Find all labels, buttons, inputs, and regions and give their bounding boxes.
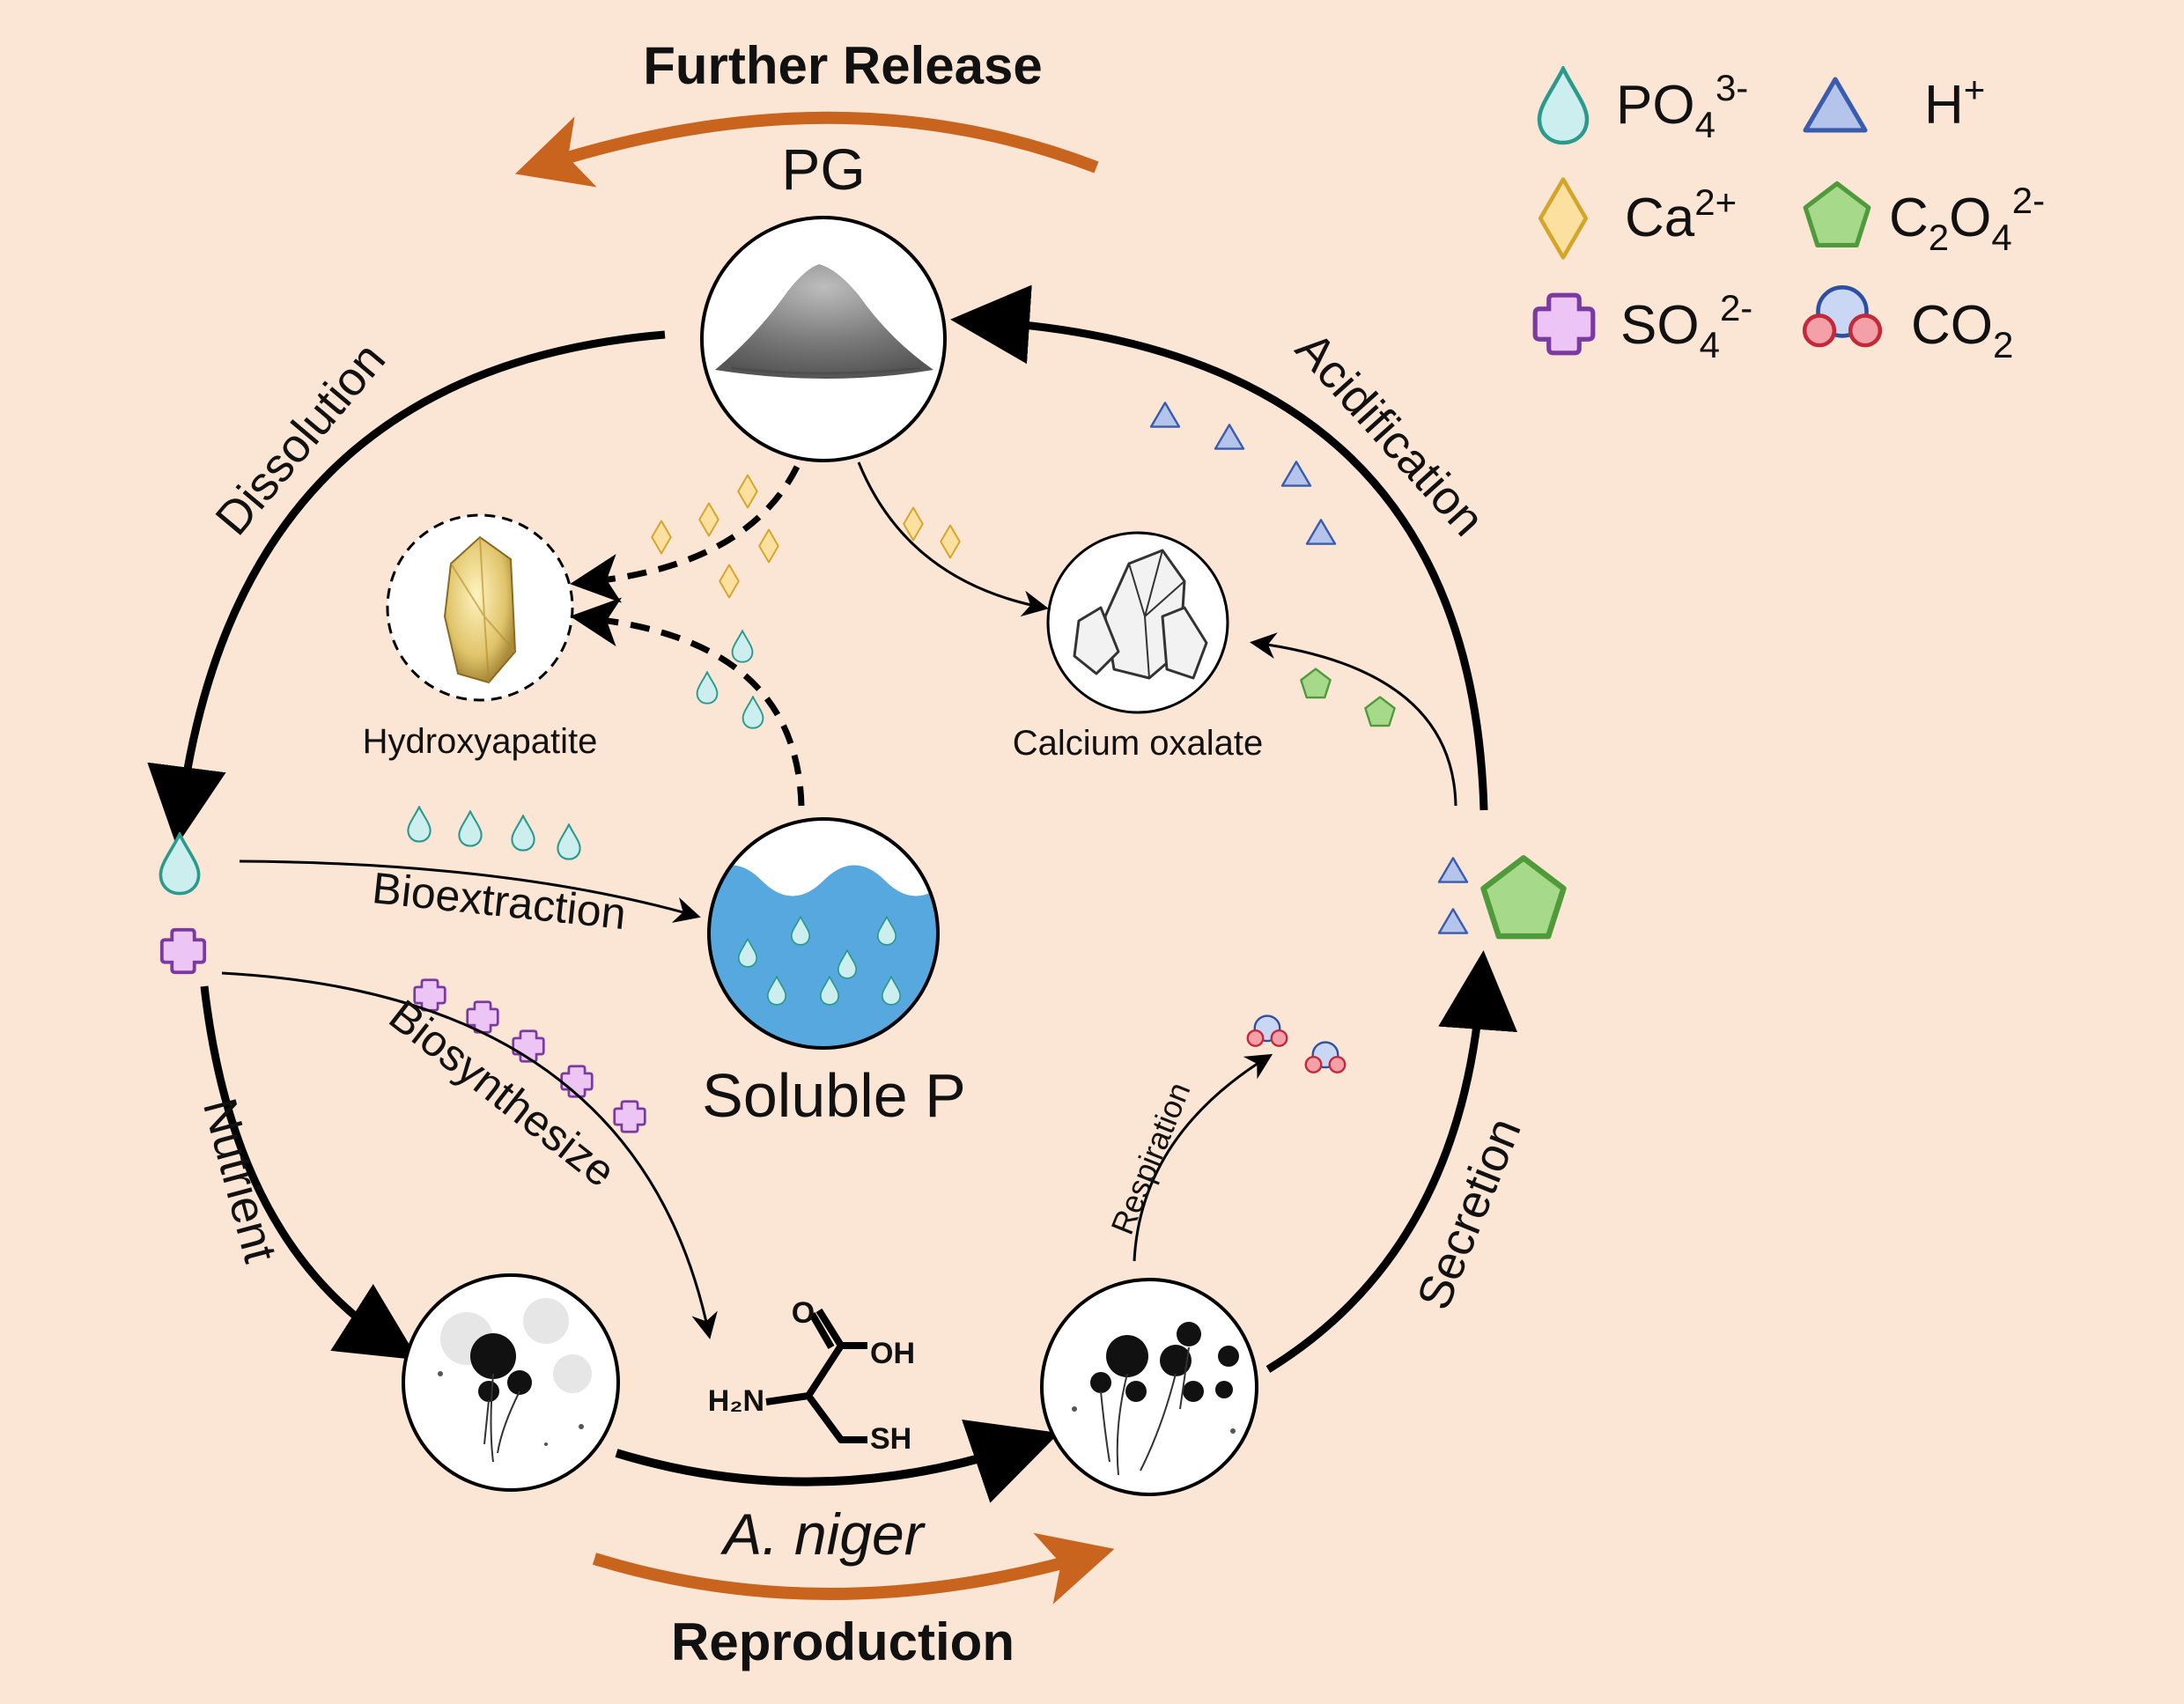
co2-molecule-icon [1804,287,1880,345]
calcium-ions-right [903,506,961,559]
biosynthesize-arrow [221,971,718,1339]
cysteine-h2n: H₂N [708,1384,764,1418]
sulfate-cross-icon [1535,295,1593,353]
nutrient-label: Nutrient [193,1093,287,1267]
calcium-ions-left [651,474,779,599]
oxalate-to-calcium-oxalate-arrow [1250,632,1457,807]
cysteine-sh: SH [870,1422,911,1456]
legend-phosphate: PO43- [1616,67,1748,145]
soluble-p-image [707,817,940,1050]
sulfate-ion-left [159,927,207,975]
phosphate-to-hydroxyapatite-arrow [570,597,805,807]
fungus-image-right [1040,1278,1258,1496]
legend-sulfate: SO42- [1620,287,1752,365]
respiration-label: Respiration [1103,1077,1197,1239]
soluble-p-label: Soluble P [702,1061,966,1130]
further-release-title: Further Release [643,36,1043,95]
calcium-oxalate-label: Calcium oxalate [1013,724,1264,763]
legend-co2: CO2 [1911,295,2013,365]
further-release-arrow [514,111,1099,188]
phosphate-drop-icon [1539,69,1587,143]
organism-label: A. niger [719,1501,926,1567]
reproduction-title: Reproduction [671,1612,1015,1671]
secretion-arrow [1265,950,1517,1373]
hydroxyapatite-image [386,513,574,702]
co2-molecules [1246,1014,1347,1073]
cysteine-structure [765,1308,867,1443]
secretion-label: Secretion [1407,1110,1531,1317]
legend-calcium: Ca2+ [1625,181,1737,248]
calcium-oxalate-image [1046,531,1229,714]
cysteine-o: O [792,1296,815,1330]
phosphate-ion-left [159,832,201,896]
fungus-image-left [402,1273,620,1492]
respiration-arrow [1133,1053,1273,1262]
nutrient-arrow [200,985,419,1361]
legend: PO43- H+ Ca2+ C2O42- SO42- CO2 [1535,67,2045,365]
phosphate-ions-bioextraction [407,806,581,860]
growth-arrow [615,1419,1059,1503]
legend-proton: H+ [1924,69,1985,136]
reproduction-arrow [592,1532,1115,1604]
oxalate-pentagon-icon [1805,183,1869,245]
pg-label: PG [781,136,865,202]
oxalate-ions-near-calcium-oxalate [1300,668,1396,727]
bioextraction-arrow [239,859,701,923]
pg-pile-image [700,216,947,462]
secreted-ions [1437,858,1564,936]
calcium-to-oxalate-arrow [857,461,1049,617]
bioextraction-label: Bioextraction [370,863,628,939]
dissolution-arrow [147,330,666,846]
hydroxyapatite-label: Hydroxyapatite [363,722,598,761]
acidification-arrow [950,284,1488,811]
cysteine-oh: OH [870,1337,915,1370]
biosynthesize-label: Biosynthesize [380,991,625,1197]
calcium-diamond-icon [1540,180,1586,258]
acidification-label: Acidification [1286,322,1494,546]
legend-oxalate: C2O42- [1889,180,2045,258]
proton-triangle-icon [1805,79,1865,130]
calcium-to-hydroxyapatite-arrow [570,465,801,603]
